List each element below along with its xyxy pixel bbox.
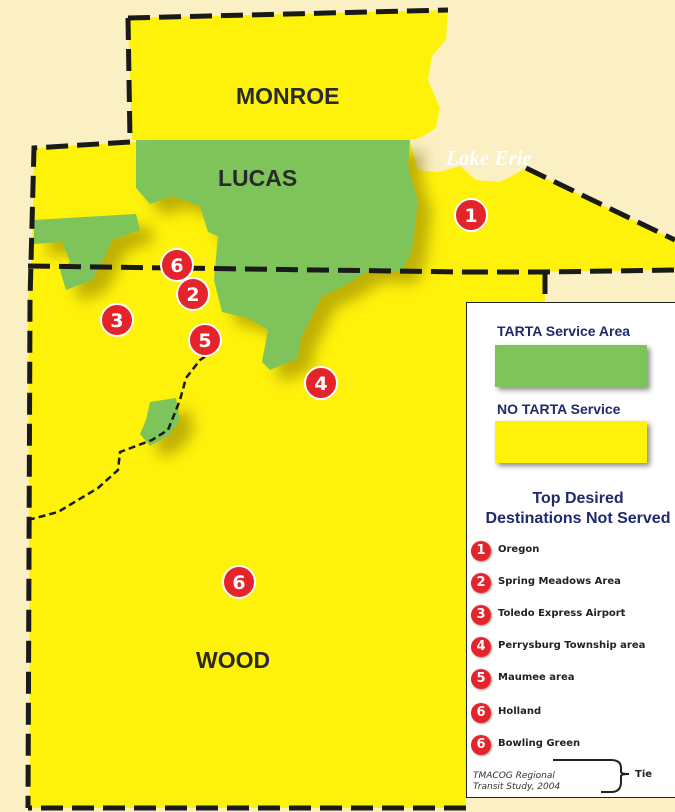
svg-text:1: 1 <box>464 205 477 227</box>
legend-no-service-label: NO TARTA Service <box>497 401 621 417</box>
legend-no-service-swatch <box>495 421 647 463</box>
legend-destinations-title: Top Desired Destinations Not Served <box>485 490 671 527</box>
county-label-wood: WOOD <box>196 647 270 673</box>
map-marker-maumee: 5 <box>188 323 222 357</box>
svg-text:5: 5 <box>198 330 211 352</box>
lake-erie-label: Lake Erie <box>445 146 532 170</box>
county-label-lucas: LUCAS <box>218 165 297 191</box>
legend-service-area-swatch <box>495 345 647 387</box>
map-marker-toledo-express-airport: 3 <box>100 303 134 337</box>
svg-text:3: 3 <box>110 310 123 332</box>
map-marker-bowling-green: 6 <box>222 565 256 599</box>
monroe-county <box>128 10 448 140</box>
svg-text:6: 6 <box>170 255 183 277</box>
map-marker-spring-meadows: 2 <box>176 277 210 311</box>
township-boundaries <box>27 346 219 522</box>
tie-bracket <box>553 759 630 793</box>
map-legend: TARTA Service Area NO TARTA Service Top … <box>466 302 675 798</box>
tie-label: Tie <box>635 769 653 780</box>
county-label-monroe: MONROE <box>236 83 340 109</box>
county-boundaries <box>25 7 675 811</box>
legend-service-area-label: TARTA Service Area <box>497 323 631 339</box>
map-marker-holland: 6 <box>160 248 194 282</box>
east-strip <box>545 270 675 302</box>
svg-text:4: 4 <box>314 373 327 395</box>
source-note: TMACOG Regional Transit Study, 2004 <box>473 771 561 792</box>
map-marker-perrysburg-township: 4 <box>304 366 338 400</box>
map-marker-oregon: 1 <box>454 198 488 232</box>
svg-text:2: 2 <box>186 284 199 306</box>
svg-text:6: 6 <box>232 572 245 594</box>
lake-erie-water <box>410 136 526 182</box>
tarta-service-area <box>34 140 418 446</box>
